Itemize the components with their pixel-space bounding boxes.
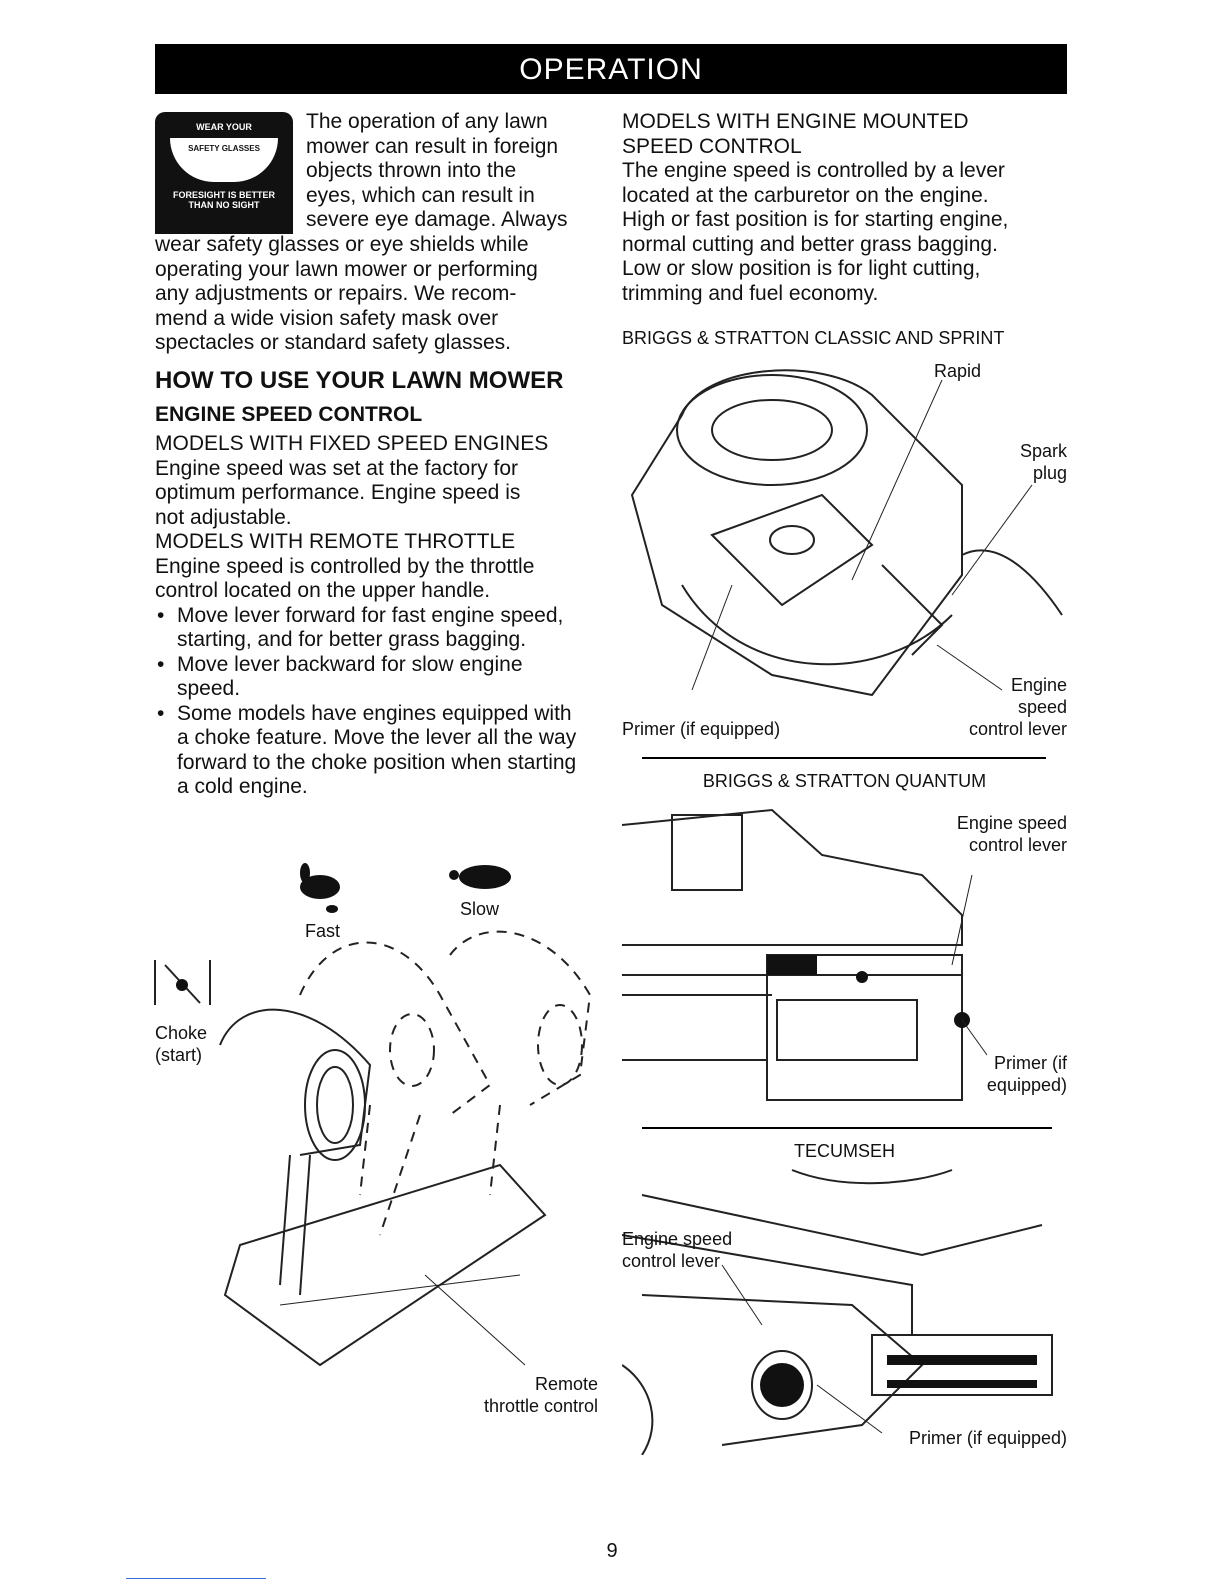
slow-label: Slow	[460, 899, 500, 919]
engine-mounted-line: located at the carburetor on the engine.	[622, 183, 989, 207]
classic-figure-title: BRIGGS & STRATTON CLASSIC AND SPRINT	[622, 328, 1005, 348]
classic-engine-illustration	[630, 369, 1063, 697]
intro-line: The operation of any lawn	[306, 110, 548, 133]
engine-mounted-section: MODELS WITH ENGINE MOUNTED SPEED CONTROL…	[622, 110, 1072, 306]
quantum-figure-title: BRIGGS & STRATTON QUANTUM	[702, 771, 987, 791]
tecumseh-esc-line1: Engine speed	[622, 1229, 733, 1249]
spark-plug-label: Spark plug	[960, 440, 1067, 484]
footer-rule	[126, 1578, 266, 1579]
engine-mounted-line: Low or slow position is for light cuttin…	[622, 257, 981, 280]
divider	[642, 1127, 1052, 1129]
intro-line: eyes, which can result in	[306, 183, 535, 207]
remote-throttle-heading: MODELS WITH REMOTE THROTTLE	[155, 530, 516, 553]
remote-label-line2: throttle control	[483, 1396, 598, 1416]
how-to-heading: HOW TO USE YOUR LAWN MOWER	[155, 367, 564, 394]
bullet-item: Move lever forward for fast engine speed…	[157, 604, 587, 653]
glasses-icon: SAFETY GLASSES	[170, 138, 278, 182]
safety-glasses-badge: WEAR YOUR SAFETY GLASSES FORESIGHT IS BE…	[155, 112, 293, 234]
badge-line-1: WEAR YOUR	[196, 122, 252, 132]
throttle-bullets: Move lever forward for fast engine speed…	[155, 604, 587, 800]
quantum-esc-line1: Engine speed	[956, 813, 1067, 833]
badge-line-3: FORESIGHT IS BETTER	[172, 190, 275, 200]
tecumseh-esc-line2: control lever	[622, 1251, 721, 1271]
remote-throttle-label: Remote throttle control	[430, 1373, 598, 1417]
engine-label-line3: control lever	[968, 719, 1067, 739]
intro-wrap-lines: The operation of any lawn mower can resu…	[306, 110, 606, 233]
engine-mounted-line: trimming and fuel economy.	[622, 281, 879, 305]
spark-label-line1: Spark	[1019, 441, 1067, 461]
tecumseh-primer-label: Primer (if equipped)	[908, 1428, 1067, 1448]
intro-line: objects thrown into the	[306, 159, 517, 182]
bullet-item: Move lever backward for slow engine spee…	[157, 653, 587, 702]
intro-full-lines: wear safety glasses or eye shields while…	[155, 233, 595, 356]
choke-label-line1: Choke	[155, 1023, 208, 1043]
quantum-primer-line1: Primer (if	[994, 1053, 1067, 1073]
choke-icon	[154, 960, 211, 1005]
badge-line-2: SAFETY GLASSES	[188, 144, 260, 153]
turtle-icon	[449, 865, 511, 889]
choke-label-line2: (start)	[155, 1045, 202, 1065]
tecumseh-engine-illustration	[622, 1169, 1053, 1455]
quantum-primer-label: Primer (if equipped)	[960, 1052, 1067, 1096]
tecumseh-engine-speed-label: Engine speed control lever	[622, 1228, 732, 1272]
badge-line-4: THAN NO SIGHT	[188, 200, 260, 210]
spark-label-line2: plug	[1032, 463, 1067, 483]
tecumseh-figure-title: TECUMSEH	[793, 1141, 895, 1161]
classic-primer-label: Primer (if equipped)	[622, 719, 781, 739]
throttle-lever	[219, 1008, 547, 1367]
engine-label-line1: Engine	[1010, 675, 1067, 695]
section-title-banner: OPERATION	[155, 44, 1067, 94]
engine-mounted-heading-1: MODELS WITH ENGINE MOUNTED	[622, 110, 969, 133]
intro-line: severe eye damage. Always	[306, 208, 568, 231]
remote-label-line1: Remote	[534, 1374, 598, 1394]
engine-mounted-line: normal cutting and better grass bagging.	[622, 232, 998, 256]
quantum-engine-speed-label: Engine speed control lever	[930, 812, 1067, 856]
engine-speed-control-heading: ENGINE SPEED CONTROL	[155, 403, 423, 426]
fixed-speed-section: MODELS WITH FIXED SPEED ENGINES Engine s…	[155, 432, 595, 800]
rabbit-icon	[300, 863, 340, 913]
quantum-engine-illustration	[622, 808, 988, 1101]
fast-label: Fast	[305, 921, 341, 941]
engine-mounted-line: High or fast position is for starting en…	[622, 208, 1009, 231]
fixed-text-line: not adjustable.	[155, 505, 292, 529]
engine-label-line2: speed	[1017, 697, 1067, 717]
engine-mounted-heading-2: SPEED CONTROL	[622, 134, 802, 158]
page-number: 9	[606, 1540, 618, 1562]
quantum-esc-line2: control lever	[968, 835, 1067, 855]
choke-label: Choke (start)	[155, 1022, 207, 1066]
classic-engine-speed-label: Engine speed control lever	[920, 674, 1067, 740]
remote-text-line: control located on the upper handle.	[155, 579, 491, 602]
fixed-speed-heading: MODELS WITH FIXED SPEED ENGINES	[155, 432, 549, 455]
bullet-item: Some models have engines equipped with a…	[157, 702, 587, 800]
divider	[642, 757, 1046, 759]
quantum-primer-line2: equipped)	[986, 1075, 1067, 1095]
intro-line: mower can result in foreign	[306, 134, 559, 158]
engine-mounted-line: The engine speed is controlled by a leve…	[622, 159, 1005, 182]
intro-line: any adjustments or repairs. We recom-	[155, 282, 517, 305]
intro-line: spectacles or standard safety glasses.	[155, 331, 512, 354]
fixed-text-line: optimum performance. Engine speed is	[155, 481, 521, 504]
rapid-label: Rapid	[934, 361, 982, 381]
intro-line: operating your lawn mower or performing	[155, 257, 538, 281]
intro-line: mend a wide vision safety mask over	[155, 306, 499, 330]
fixed-text-line: Engine speed was set at the factory for	[155, 456, 519, 480]
remote-text-line: Engine speed is controlled by the thrott…	[155, 554, 535, 578]
intro-line: wear safety glasses or eye shields while	[155, 233, 529, 256]
remote-throttle-illustration	[154, 863, 592, 1367]
